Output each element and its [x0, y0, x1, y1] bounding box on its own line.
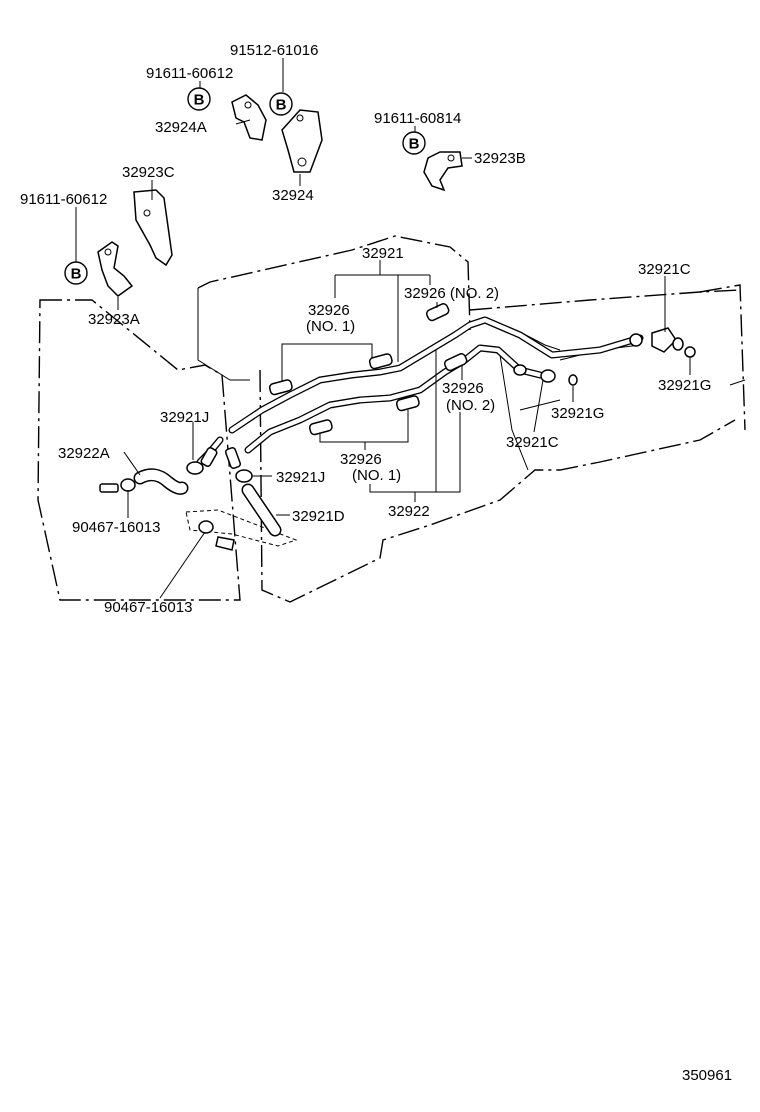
vehicle-outline	[37, 235, 746, 603]
label-32922: 32922	[388, 503, 430, 520]
label-90467-16013-a: 90467-16013	[72, 519, 160, 536]
label-32921c-mid: 32921C	[506, 434, 559, 451]
label-32926-no2-top: 32926 (NO. 2)	[404, 285, 499, 302]
marker-b-1: B	[187, 87, 211, 111]
shield-outline	[185, 509, 298, 547]
label-32921c-top: 32921C	[638, 261, 691, 278]
label-91611-60612-top: 91611-60612	[146, 65, 233, 82]
label-no2-mid: (NO. 2)	[446, 397, 495, 414]
label-32923b: 32923B	[474, 150, 526, 167]
label-32921g-right: 32921G	[658, 377, 711, 394]
small-parts	[99, 303, 696, 551]
label-32926-no1-bottom: 32926	[340, 451, 382, 468]
label-91512-61016: 91512-61016	[230, 42, 318, 59]
label-32921: 32921	[362, 245, 404, 262]
svg-text:B: B	[276, 97, 287, 114]
label-91611-60814: 91611-60814	[374, 110, 461, 127]
label-32926-no2-mid: 32926	[442, 380, 484, 397]
label-32924a: 32924A	[155, 119, 207, 136]
label-32924: 32924	[272, 187, 314, 204]
label-32923c: 32923C	[122, 164, 175, 181]
label-32922a: 32922A	[58, 445, 110, 462]
brackets	[97, 94, 463, 297]
svg-text:B: B	[409, 136, 420, 153]
label-32923a: 32923A	[88, 311, 140, 328]
diagram-number: 350961	[682, 1067, 732, 1084]
svg-text:B: B	[194, 92, 205, 109]
label-32926-no1-top: 32926	[308, 302, 350, 319]
label-32921g-mid: 32921G	[551, 405, 604, 422]
fuel-pipes	[196, 316, 644, 466]
part-labels: 91512-61016 91611-60612 32924A 32924 916…	[20, 42, 732, 1084]
label-no1-top: (NO. 1)	[306, 318, 355, 335]
label-91611-60612-left: 91611-60612	[20, 191, 107, 208]
label-32921j-mid: 32921J	[276, 469, 325, 486]
label-90467-16013-b: 90467-16013	[104, 599, 192, 616]
label-32921j-top: 32921J	[160, 409, 209, 426]
marker-b-4: B	[64, 261, 88, 285]
leader-lines	[75, 58, 691, 599]
marker-b-3: B	[402, 131, 426, 155]
label-no1-bottom: (NO. 1)	[352, 467, 401, 484]
svg-text:B: B	[71, 266, 82, 283]
label-32921d: 32921D	[292, 508, 345, 525]
marker-b-2: B	[269, 92, 293, 116]
